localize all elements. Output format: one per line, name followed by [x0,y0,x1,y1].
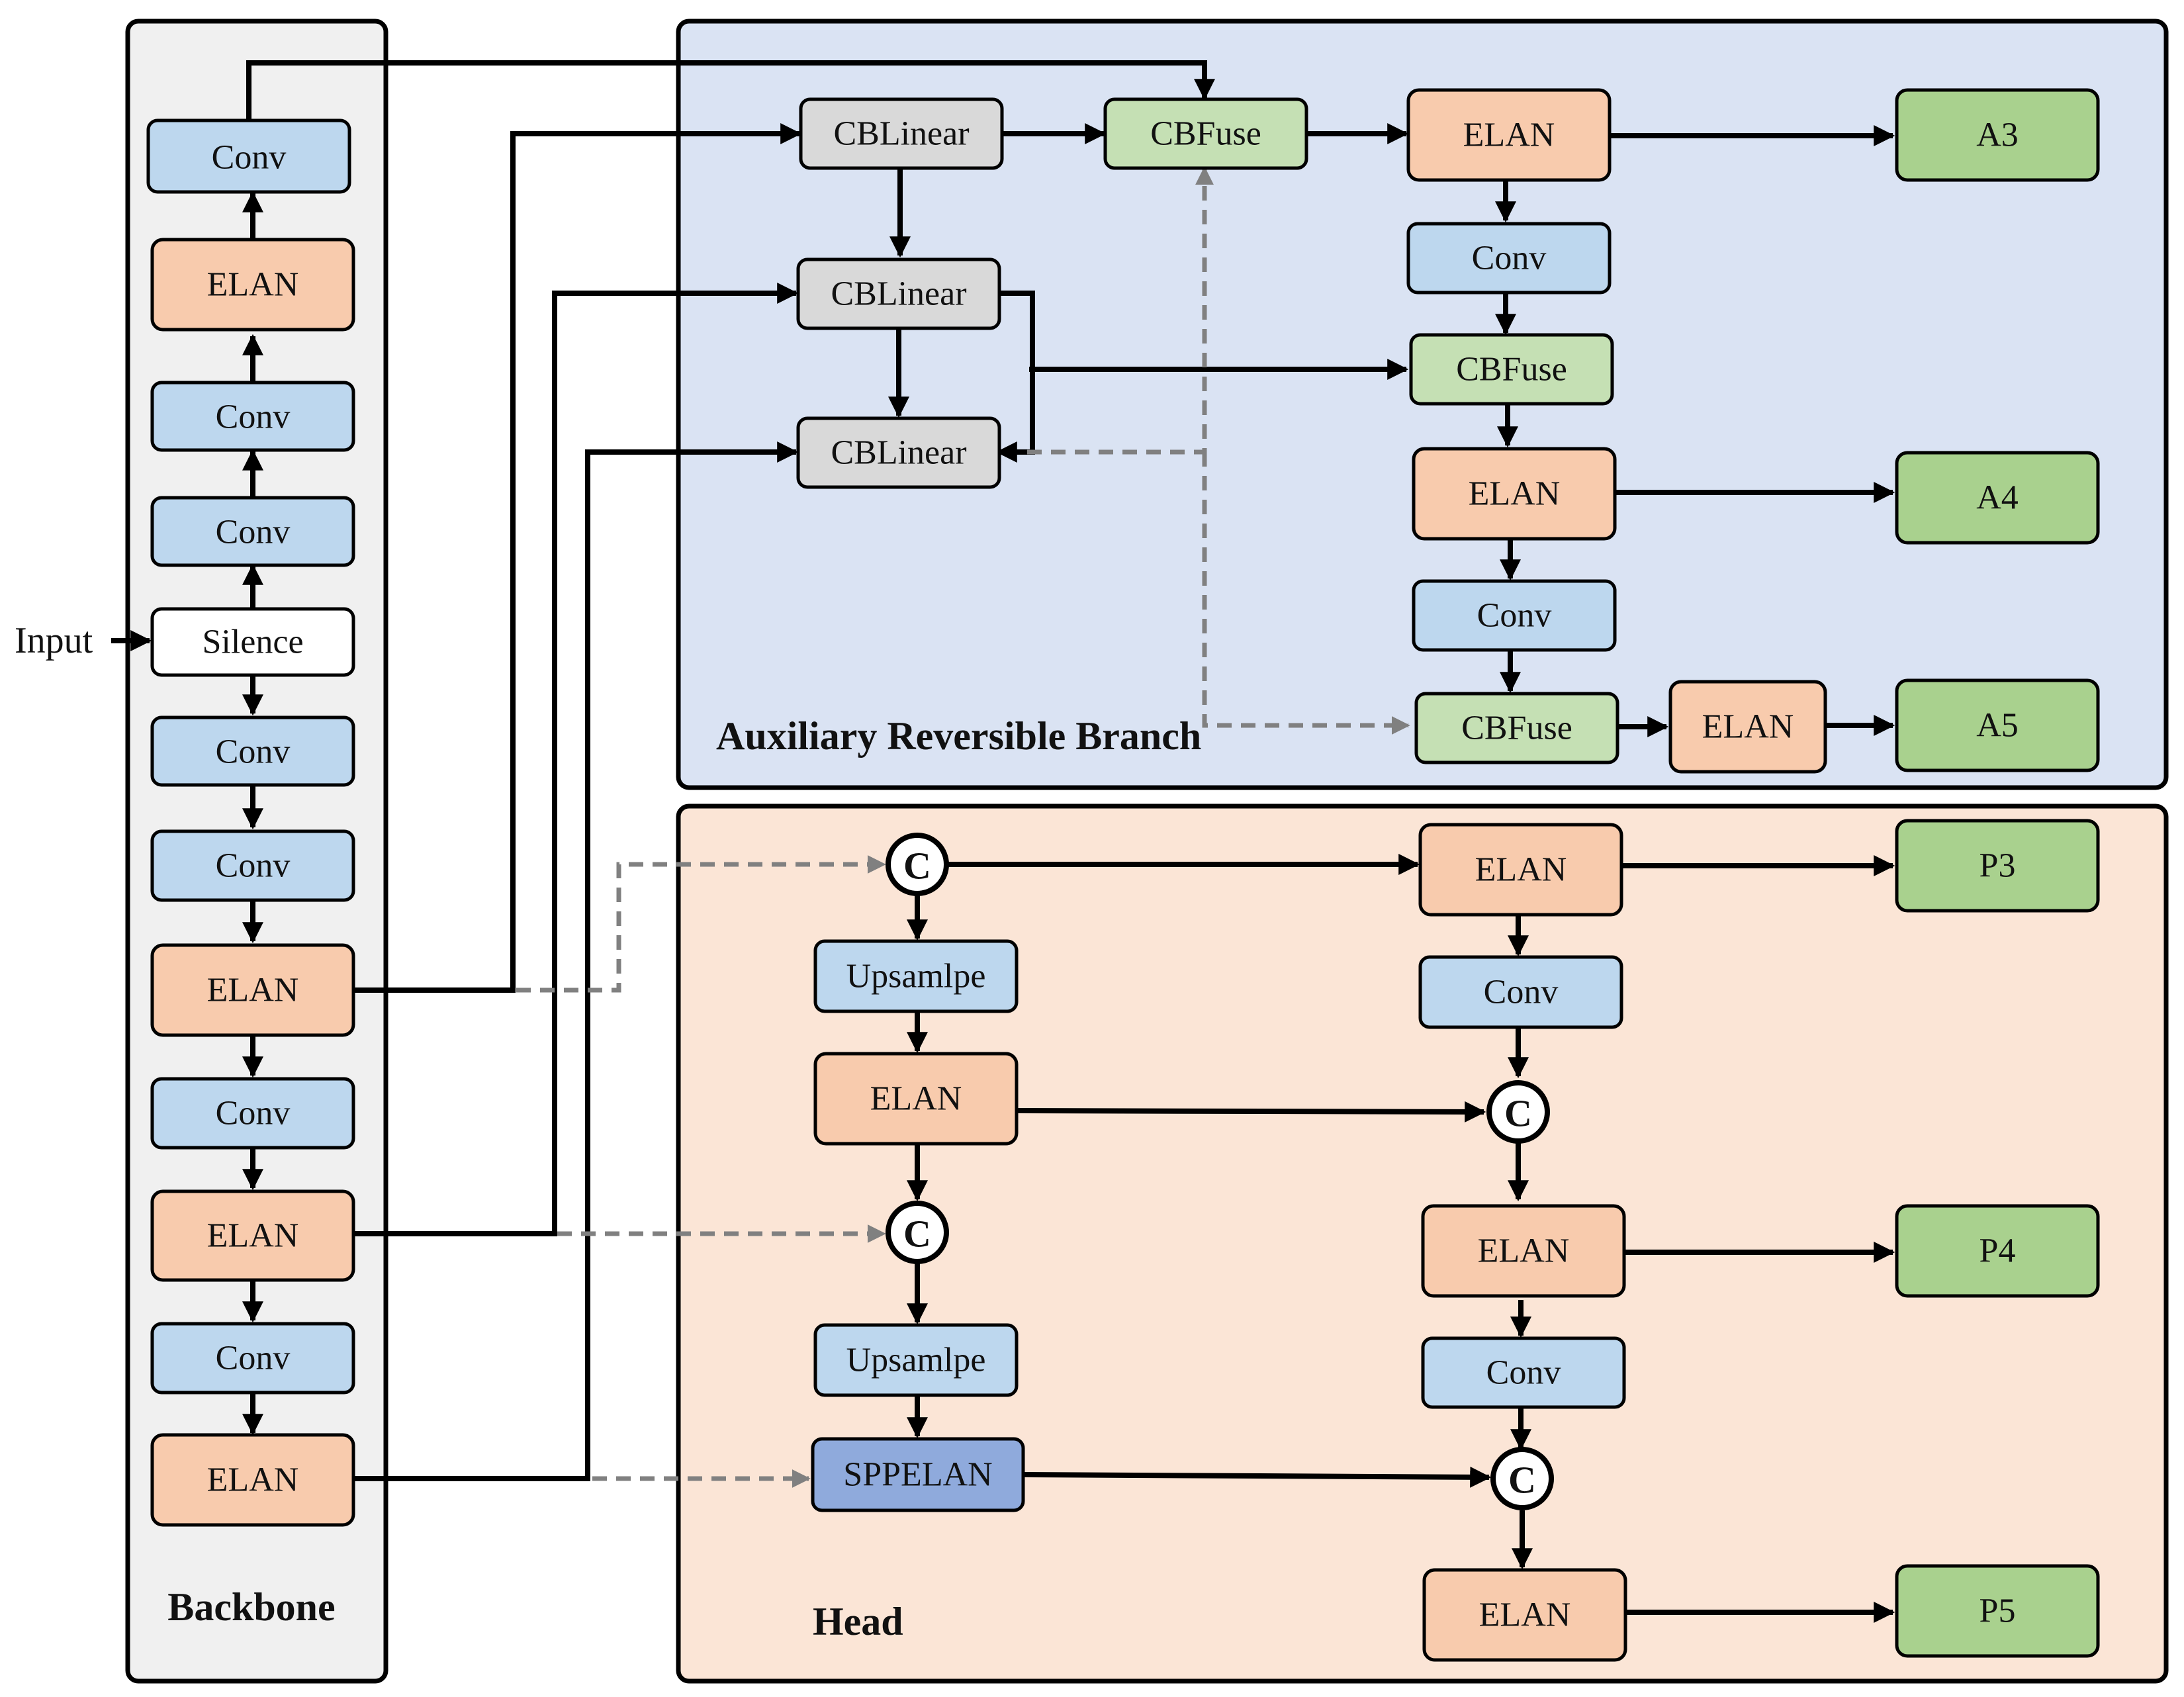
svg-text:Silence: Silence [202,623,303,661]
svg-text:CBLinear: CBLinear [833,115,969,153]
aux-cblinear-2: CBLinear [796,257,1001,330]
svg-text:CBFuse: CBFuse [1456,351,1567,389]
svg-text:Conv: Conv [216,398,291,436]
solid-connections [111,60,1895,1623]
aux-conv-1: Conv [1406,222,1612,295]
svg-text:ELAN: ELAN [207,266,299,304]
svg-text:Upsamlpe: Upsamlpe [846,1342,986,1379]
head-output-p3: P3 [1895,819,2100,913]
svg-text:ELAN: ELAN [1475,851,1567,889]
head-output-p4: P4 [1895,1204,2100,1298]
svg-text:ELAN: ELAN [207,972,299,1009]
bb-elan-4: ELAN [150,238,355,332]
head-concat-4: C [1490,1447,1554,1510]
svg-text:Conv: Conv [216,514,291,551]
svg-text:Conv: Conv [216,1095,291,1132]
svg-text:Conv: Conv [216,847,291,885]
head-elan-p4: ELAN [1421,1204,1626,1298]
head-sppelan: SPPELAN [811,1437,1025,1512]
svg-text:ELAN: ELAN [207,1461,299,1499]
head-elan-1: ELAN [813,1052,1019,1146]
head-elan-p5: ELAN [1422,1568,1627,1662]
svg-text:CBFuse: CBFuse [1461,710,1572,747]
input-label: Input [15,620,93,661]
svg-text:C: C [1508,1459,1536,1502]
svg-text:CBLinear: CBLinear [831,275,966,313]
aux-cblinear-3: CBLinear [796,416,1001,489]
aux-cbfuse-1: CBFuse [1103,97,1308,170]
aux-elan-1: ELAN [1406,88,1612,182]
aux-output-a5: A5 [1895,678,2100,772]
svg-text:A5: A5 [1976,707,2019,745]
aux-branch-title: Auxiliary Reversible Branch [716,714,1201,758]
bb-conv-top: Conv [146,118,351,194]
head-concat-2: C [886,1201,949,1264]
svg-text:Conv: Conv [1477,597,1552,635]
svg-text:A4: A4 [1976,479,2019,517]
aux-cbfuse-2: CBFuse [1409,333,1614,406]
dashed-connections [516,166,1410,1488]
svg-text:ELAN: ELAN [1702,708,1794,746]
svg-text:Upsamlpe: Upsamlpe [846,958,986,995]
aux-cbfuse-3: CBFuse [1414,692,1619,764]
bb-conv-up1: Conv [150,496,355,567]
bb-conv-up2: Conv [150,381,355,452]
bb-elan-2: ELAN [150,1189,355,1282]
svg-text:Conv: Conv [216,733,291,771]
svg-text:Conv: Conv [212,139,287,177]
svg-text:C: C [1504,1092,1532,1135]
svg-text:ELAN: ELAN [1469,475,1561,513]
svg-text:ELAN: ELAN [1478,1232,1570,1270]
aux-conv-2: Conv [1412,579,1617,652]
bb-conv-3: Conv [150,1077,355,1150]
svg-text:Conv: Conv [1484,974,1559,1011]
svg-text:C: C [903,1213,931,1256]
svg-text:Conv: Conv [1472,240,1547,277]
head-concat-1: C [886,833,949,896]
svg-text:P5: P5 [1979,1592,2016,1630]
bb-elan-3: ELAN [150,1433,355,1527]
svg-text:A3: A3 [1976,116,2019,154]
aux-output-a3: A3 [1895,88,2100,182]
head-concat-3: C [1486,1080,1550,1144]
bb-conv-2: Conv [150,829,355,902]
svg-text:ELAN: ELAN [870,1080,962,1118]
bb-conv-4: Conv [150,1322,355,1395]
svg-text:P4: P4 [1979,1232,2016,1270]
svg-text:SPPELAN: SPPELAN [843,1456,992,1494]
svg-text:P3: P3 [1979,847,2016,885]
svg-text:Conv: Conv [216,1340,291,1377]
svg-text:CBFuse: CBFuse [1150,115,1261,153]
bb-elan-1: ELAN [150,943,355,1037]
svg-text:CBLinear: CBLinear [831,434,966,472]
head-conv-1: Conv [1418,955,1623,1029]
aux-cblinear-1: CBLinear [799,97,1004,170]
svg-text:Conv: Conv [1486,1354,1561,1392]
aux-elan-2: ELAN [1412,447,1617,541]
head-elan-p3: ELAN [1418,823,1623,917]
head-upsample-1: Upsamlpe [813,939,1019,1013]
head-title: Head [813,1600,903,1643]
head-conv-2: Conv [1421,1336,1626,1409]
svg-text:ELAN: ELAN [1463,116,1555,154]
svg-text:C: C [903,845,931,888]
head-upsample-2: Upsamlpe [813,1323,1019,1397]
svg-text:ELAN: ELAN [207,1217,299,1255]
head-output-p5: P5 [1895,1564,2100,1658]
aux-elan-3: ELAN [1668,680,1827,774]
svg-text:ELAN: ELAN [1479,1596,1571,1634]
bb-conv-1: Conv [150,715,355,787]
bb-silence: Silence [150,607,355,677]
aux-output-a4: A4 [1895,451,2100,545]
backbone-title: Backbone [167,1585,335,1629]
